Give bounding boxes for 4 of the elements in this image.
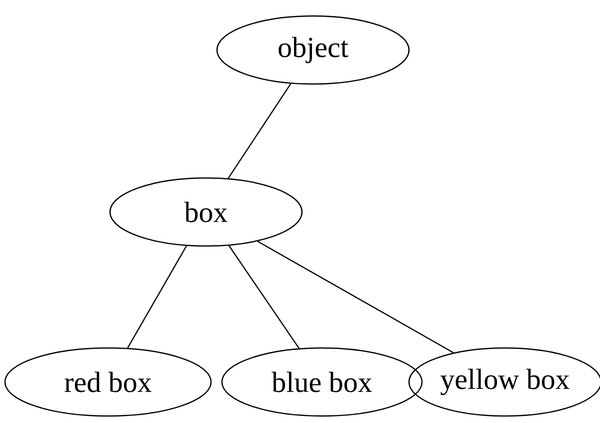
connector-line: [228, 83, 292, 179]
connector-line: [127, 246, 187, 348]
connector-line: [228, 245, 300, 349]
connector-line: [257, 240, 454, 354]
